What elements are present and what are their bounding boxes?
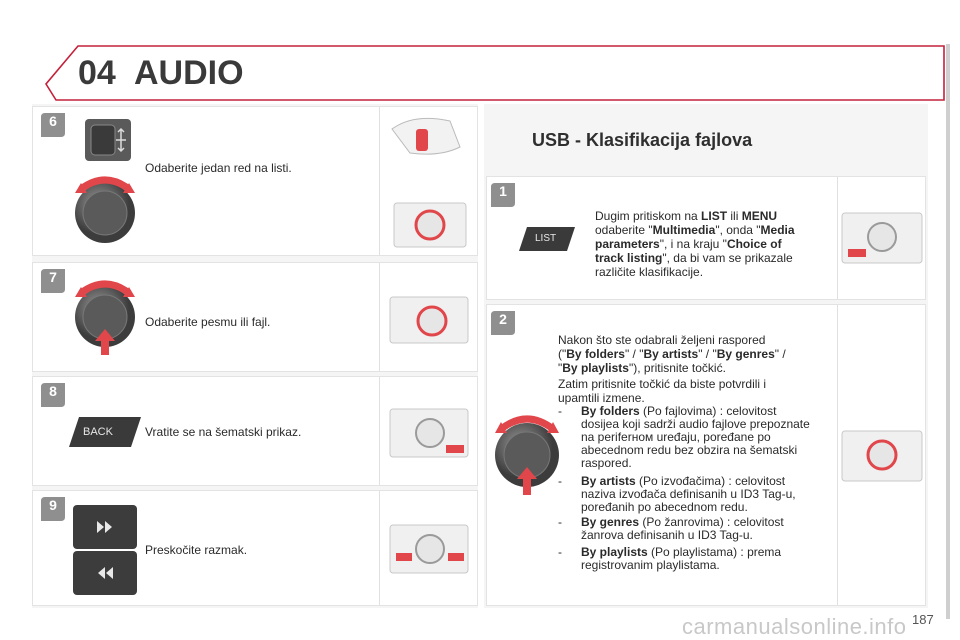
page-number: 187 bbox=[912, 612, 934, 627]
step-6-photos bbox=[379, 107, 477, 255]
press-knob-icon bbox=[71, 277, 139, 357]
steering-and-panel-illustration bbox=[391, 117, 467, 248]
step-8-badge: 8 bbox=[41, 383, 65, 407]
bullet-by-folders: - By folders (Po fajlovima) : celovitost… bbox=[558, 404, 810, 470]
back-button-label: BACK bbox=[83, 426, 113, 438]
bullet-by-genres: - By genres (Po žanrovima) : celovitost … bbox=[558, 515, 784, 542]
step-7-text: Odaberite pesmu ili fajl. bbox=[145, 315, 271, 329]
chapter-title: AUDIO bbox=[134, 54, 244, 92]
step-8-photo bbox=[379, 377, 477, 485]
step-7-badge: 7 bbox=[41, 269, 65, 293]
step-7-card: 7 Odaberite pesmu ili fajl. bbox=[32, 262, 478, 372]
list-button-illustration: LIST bbox=[519, 225, 575, 253]
back-button-illustration: BACK bbox=[69, 415, 141, 449]
page-edge-rail bbox=[946, 44, 950, 619]
radio-panel-illustration bbox=[389, 408, 469, 458]
step-2-intro: Nakon što ste odabrali željeni raspored … bbox=[558, 333, 786, 375]
radio-panel-illustration bbox=[389, 524, 469, 574]
press-knob-icon bbox=[491, 409, 563, 499]
radio-panel-illustration bbox=[841, 430, 923, 482]
step-1-text: Dugim pritiskom na LIST ili MENU odaberi… bbox=[595, 209, 795, 279]
skip-forward-button-icon bbox=[73, 505, 137, 549]
radio-panel-illustration bbox=[841, 212, 923, 264]
bullet-by-playlists: - By playlists (Po playlistama) : prema … bbox=[558, 545, 782, 572]
joystick-control-icon bbox=[85, 119, 131, 161]
chapter-header-frame bbox=[30, 44, 958, 102]
rotary-knob-icon bbox=[71, 171, 139, 247]
chapter-number: 04 bbox=[78, 54, 116, 92]
step-2-card: 2 bbox=[486, 304, 926, 606]
step-6-badge: 6 bbox=[41, 113, 65, 137]
step-6-card: 6 Odaberite jedan red na listi. bbox=[32, 106, 478, 256]
radio-panel-illustration bbox=[389, 296, 469, 344]
list-button-label: LIST bbox=[535, 233, 557, 244]
step-8-text: Vratite se na šematski prikaz. bbox=[145, 425, 302, 439]
step-6-text: Odaberite jedan red na listi. bbox=[145, 161, 292, 175]
step-8-card: 8 BACK Vratite se na šematski prikaz. bbox=[32, 376, 478, 486]
step-1-photo bbox=[837, 177, 925, 299]
step-2-badge: 2 bbox=[491, 311, 515, 335]
step-1-badge: 1 bbox=[491, 183, 515, 207]
step-9-badge: 9 bbox=[41, 497, 65, 521]
step-1-card: 1 LIST Dugim pritiskom na LIST ili MENU … bbox=[486, 176, 926, 300]
usb-title-box bbox=[486, 106, 926, 172]
usb-section-title: USB - Klasifikacija fajlova bbox=[532, 130, 753, 150]
step-7-photo bbox=[379, 263, 477, 371]
step-2-confirm: Zatim pritisnite točkić da biste potvrdi… bbox=[558, 377, 767, 405]
step-9-card: 9 Preskočite razmak. bbox=[32, 490, 478, 606]
step-9-photo bbox=[379, 491, 477, 605]
skip-back-button-icon bbox=[73, 551, 137, 595]
watermark: carmanualsonline.info bbox=[682, 614, 907, 639]
step-9-text: Preskočite razmak. bbox=[145, 543, 248, 557]
bullet-by-artists: - By artists (Po izvođačima) : celovitos… bbox=[558, 474, 796, 514]
step-2-photo bbox=[837, 305, 925, 605]
